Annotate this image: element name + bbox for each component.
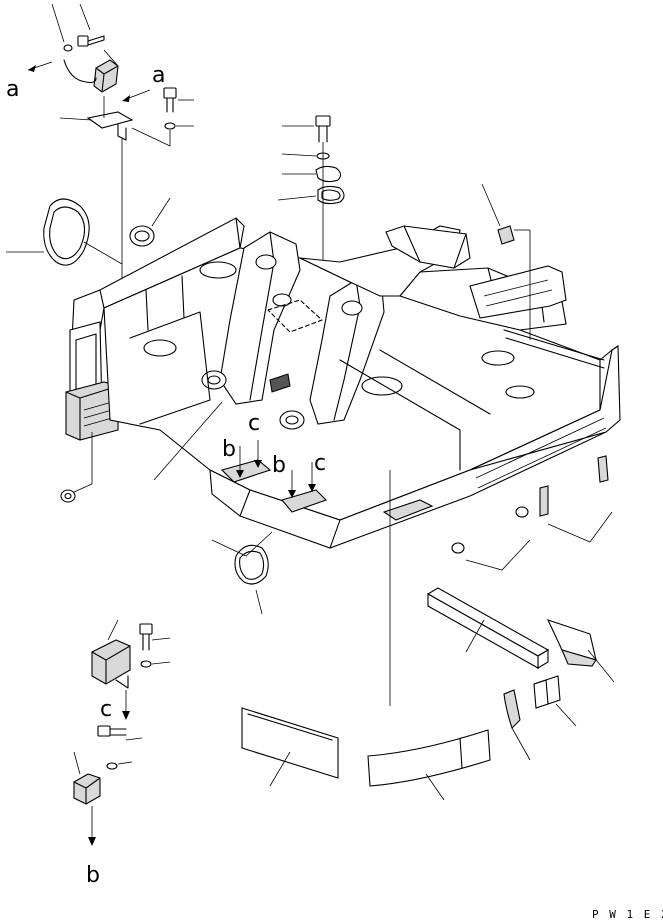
label-c-frame-left: c [248,411,260,436]
grommet-large-left [43,198,90,266]
label-c-lower: c [100,697,112,722]
leader-guard-plate-curved [425,773,445,801]
arrow-head-a-right [122,95,130,102]
leader-bolt-lamp-lower-2 [125,737,143,741]
leader-guard-bar [465,619,485,653]
bracket-fastener-path [131,127,171,147]
arrow-head-a-left [28,65,36,72]
washer-lamp-right [164,122,176,130]
leader-nuts-right [465,539,531,571]
bolt-top-center [315,115,331,143]
grommet-to-frame [83,241,123,265]
work-lamp-top [63,59,119,93]
block-top-right [497,225,515,245]
label-c-frame-right: c [314,451,326,476]
leader-corner-cover [587,649,615,683]
leader-washer [51,3,65,43]
arrow-head-c-left [254,460,262,468]
arrow-head-c-right [308,484,316,492]
bolt-lamp-lower-1 [139,623,153,651]
leader-washer-top-center [281,153,317,157]
bolt-lamp-right [163,87,177,113]
leader-bracket [59,117,93,121]
arrow-head-b-lower [88,837,96,846]
tag-right [597,455,609,483]
leader-guard-plate-left [269,751,291,787]
leader-pad-right-small [555,703,577,727]
label-b-lower: b [86,863,100,888]
grommet-lower-leaders [211,531,273,557]
lamp-bracket [86,111,134,141]
cover-plate-small [315,165,342,183]
label-a-left: a [6,77,19,102]
leader-grommet-small [151,197,171,227]
washer-lamp-lower-1 [140,660,152,668]
leader-frame-left [153,401,223,481]
drawing-code: P W 1 E 2 3 5 [592,908,663,921]
leader-washer-lamp-lower-2 [117,761,133,765]
leader-lamp-lower-1 [107,619,119,641]
nut-lower-frame [451,542,465,554]
leader-bolt [79,3,91,31]
leader-lamp-lower-2 [73,751,81,775]
label-b-frame-left: b [222,437,236,462]
bolt-top-left [77,35,105,47]
leader-grommet-lower [255,589,263,615]
work-lamp-lower-1 [91,639,131,689]
nut-left-frame [60,489,76,503]
label-b-frame-right: b [272,453,286,478]
leader-pads-right [547,511,613,543]
leader-washer-lamp-lower-1 [151,661,171,665]
label-a-right: a [152,63,165,88]
arrow-head-b-left [236,470,244,478]
guard-plate-left [241,707,339,779]
leader-side-strip [511,727,531,761]
side-strip-curved [503,689,521,730]
leader-block-top-right [481,183,501,227]
arrow-head-c-lower [122,711,130,720]
rubber-pad-right [539,485,549,517]
leader-bolt-lamp-lower-1 [151,637,171,641]
grommet-small-top [129,225,155,247]
revolving-frame [65,217,621,549]
guard-plate-curved [367,729,491,787]
pad-right-small [533,675,561,709]
bolt-lamp-lower-2 [97,725,127,737]
cover-plate-inner [321,189,341,201]
guard-bar-long [426,587,550,669]
leader-cover-plate-large [277,195,317,201]
corner-cover-right [546,619,597,667]
nut-right-frame [515,506,529,518]
leader-lamp [103,49,119,67]
washer-lamp-lower-2 [106,762,118,770]
washer-top-left [63,44,73,52]
work-lamp-lower-2 [73,773,101,805]
arrow-head-b-right [288,490,296,498]
leader-nut-left [73,483,93,493]
